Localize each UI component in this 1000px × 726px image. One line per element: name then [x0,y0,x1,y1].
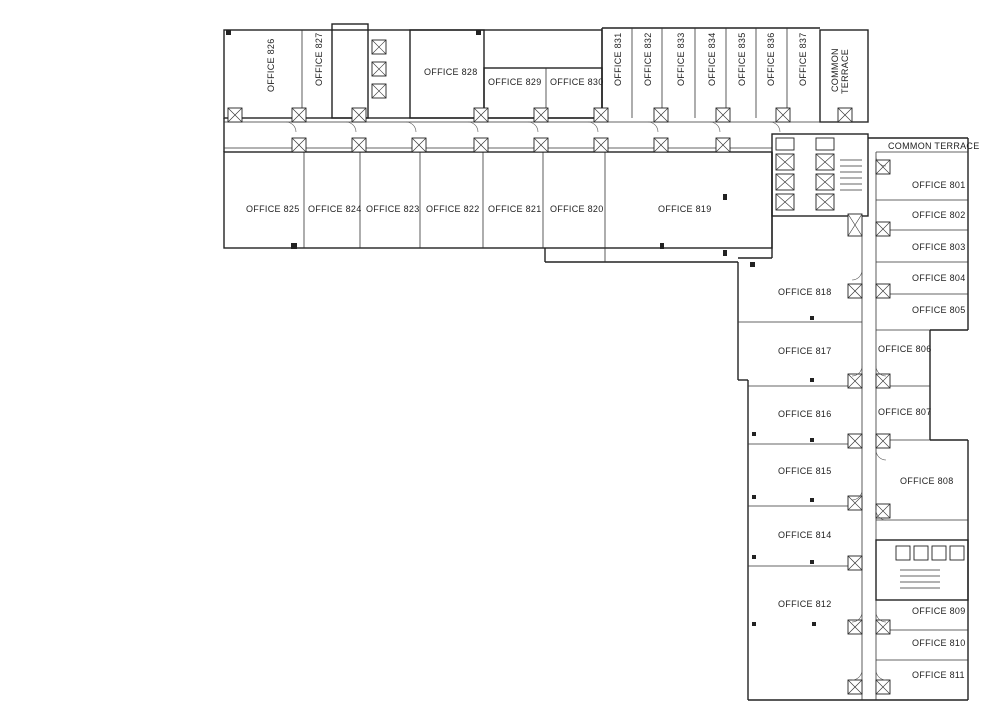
office-804-label: OFFICE 804 [912,273,966,283]
office-816-label: OFFICE 816 [778,409,832,419]
office-811-label: OFFICE 811 [912,670,965,680]
office-817-label: OFFICE 817 [778,346,832,356]
office-809-label: OFFICE 809 [912,606,966,616]
office-806-label: OFFICE 806 [878,344,932,354]
north-row-dividers [301,28,788,118]
office-805-label: OFFICE 805 [912,305,966,315]
office-830-label: OFFICE 830 [550,77,604,87]
common-terrace-vertical-line2: TERRACE [840,49,850,94]
office-808-label: OFFICE 808 [900,476,954,486]
office-802-label: OFFICE 802 [912,210,966,220]
office-834-label: OFFICE 834 [707,32,717,86]
office-820-label: OFFICE 820 [550,204,604,214]
office-812-label: OFFICE 812 [778,599,832,609]
office-818-label: OFFICE 818 [778,287,832,297]
office-837-label: OFFICE 837 [798,32,808,86]
office-835-label: OFFICE 835 [737,32,747,86]
columns [226,30,816,626]
office-815-label: OFFICE 815 [778,466,832,476]
office-822-label: OFFICE 822 [426,204,480,214]
office-828-label: OFFICE 828 [424,67,478,77]
office-823-label: OFFICE 823 [366,204,420,214]
office-826-label: OFFICE 826 [266,38,276,92]
office-803-label: OFFICE 803 [912,242,966,252]
office-831-label: OFFICE 831 [613,32,623,86]
south-row-dividers [303,152,606,262]
office-825-label: OFFICE 825 [246,204,300,214]
office-814-label: OFFICE 814 [778,530,832,540]
office-827-label: OFFICE 827 [314,32,324,86]
office-801-label: OFFICE 801 [912,180,966,190]
office-807-label: OFFICE 807 [878,407,932,417]
office-836-label: OFFICE 836 [766,32,776,86]
office-833-label: OFFICE 833 [676,32,686,86]
office-821-label: OFFICE 821 [488,204,542,214]
terrace-labels: COMMON TERRACE COMMON TERRACE [830,48,980,151]
office-labels: OFFICE 801 OFFICE 802 OFFICE 803 OFFICE … [246,32,966,680]
fixtures [227,39,891,695]
office-819-label: OFFICE 819 [658,204,712,214]
office-810-label: OFFICE 810 [912,638,966,648]
office-824-label: OFFICE 824 [308,204,362,214]
common-terrace-horizontal: COMMON TERRACE [888,141,980,151]
common-terrace-vertical-line1: COMMON [830,48,840,92]
office-832-label: OFFICE 832 [643,32,653,86]
east-wing-walls [738,137,969,701]
core-block [771,133,869,217]
office-829-label: OFFICE 829 [488,77,542,87]
